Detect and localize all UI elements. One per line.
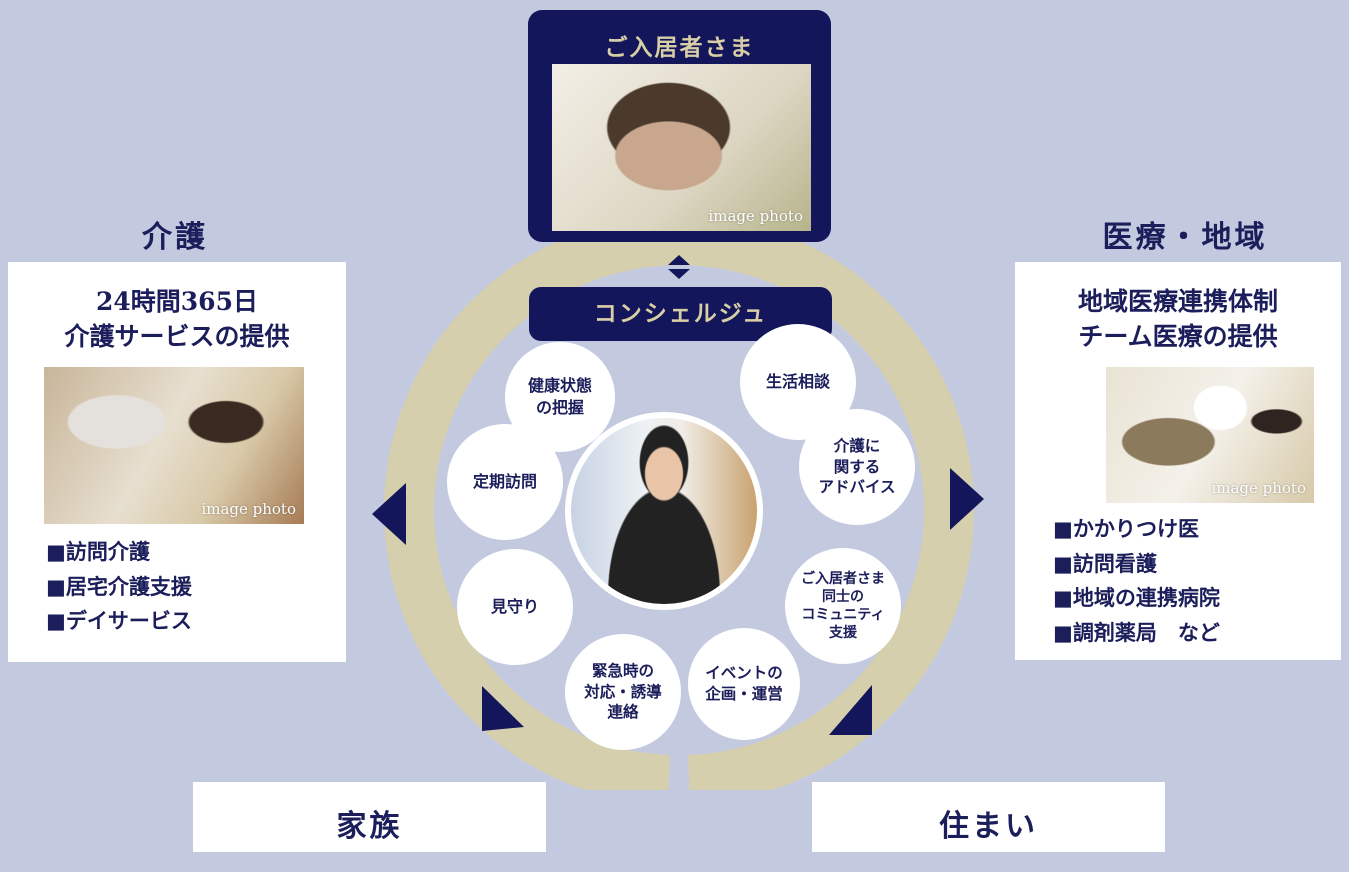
medical-photo: image photo (1106, 367, 1314, 503)
resident-title: ご入居者さま (604, 34, 755, 61)
care-panel: 24時間365日 介護サービスの提供 image photo ■訪問介護 ■居宅… (8, 262, 346, 662)
double-arrow-icon (668, 255, 690, 279)
medical-photo-caption: image photo (1211, 479, 1306, 497)
care-title-line1: 24時間365日 (96, 287, 258, 316)
resident-photo-caption: image photo (708, 207, 803, 225)
medical-list: ■かかりつけ医 ■訪問看護 ■地域の連携病院 ■調剤薬局 など (1053, 512, 1220, 650)
care-photo: image photo (44, 367, 304, 524)
resident-box: ご入居者さま image photo (528, 10, 831, 242)
medical-item: ■調剤薬局 など (1053, 619, 1220, 645)
ring-arrow-right-icon (829, 685, 872, 735)
medical-item: ■かかりつけ医 (1053, 516, 1200, 541)
medical-heading: 医療・地域 (1102, 220, 1268, 255)
service-regular-visit: 定期訪問 (447, 424, 563, 540)
care-list: ■訪問介護 ■居宅介護支援 ■デイサービス (46, 535, 192, 639)
service-health-check: 健康状態 の把握 (505, 342, 615, 452)
care-item: ■訪問介護 (46, 539, 150, 564)
medical-item: ■地域の連携病院 (1053, 585, 1220, 610)
resident-photo: image photo (552, 64, 811, 231)
medical-item: ■訪問看護 (1053, 550, 1157, 576)
care-heading: 介護 (142, 220, 208, 255)
service-care-advice: 介護に 関する アドバイス (799, 409, 915, 525)
family-box: 家族 (193, 782, 546, 852)
arrow-left-icon (372, 483, 406, 545)
medical-panel: 地域医療連携体制 チーム医療の提供 image photo ■かかりつけ医 ■訪… (1015, 262, 1341, 660)
care-item: ■デイサービス (46, 608, 192, 633)
concierge-photo (565, 412, 763, 610)
service-watching: 見守り (457, 549, 573, 665)
medical-title-line1: 地域医療連携体制 (1077, 287, 1278, 316)
service-community-support: ご入居者さま 同士の コミュニティ 支援 (785, 548, 901, 664)
ring-arrow-left-icon (482, 686, 524, 731)
housing-box: 住まい (812, 782, 1165, 852)
service-event-planning: イベントの 企画・運営 (688, 628, 800, 740)
arrow-right-icon (950, 468, 984, 530)
care-title-line2: 介護サービスの提供 (64, 322, 290, 351)
care-item: ■居宅介護支援 (46, 573, 192, 599)
service-emergency-response: 緊急時の 対応・誘導 連絡 (565, 634, 681, 750)
medical-title-line2: チーム医療の提供 (1078, 322, 1278, 351)
care-photo-caption: image photo (201, 500, 296, 518)
